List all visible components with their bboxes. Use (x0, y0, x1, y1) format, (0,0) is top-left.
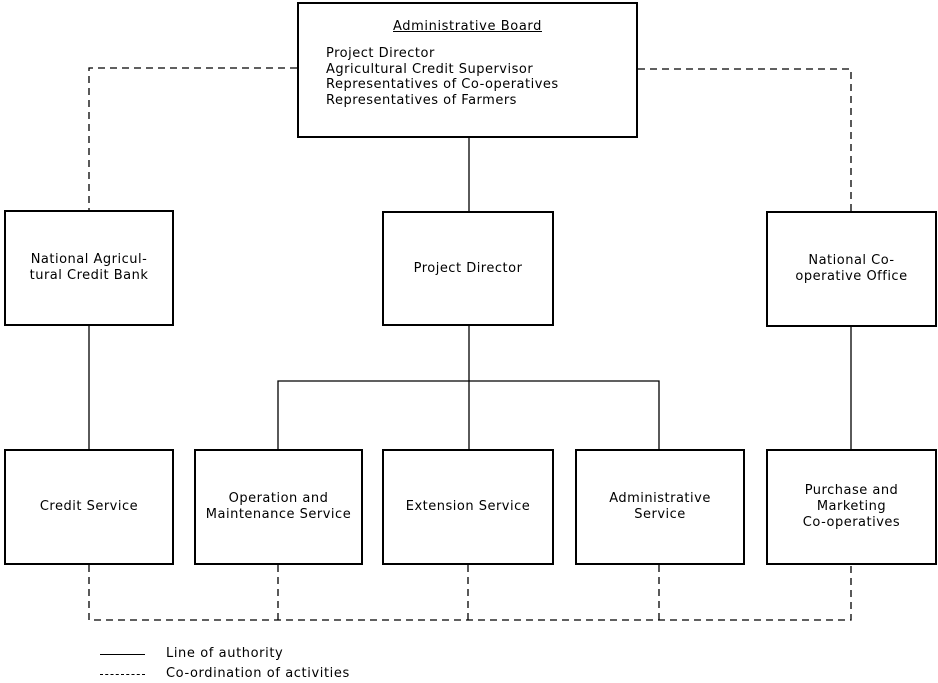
authority-line-services-bar (277, 380, 660, 449)
node-label: National Co- (808, 253, 895, 268)
national-cooperative-office-box: National Co- operative Office (766, 211, 937, 327)
board-member: Project Director (326, 46, 435, 61)
node-label: Service (634, 507, 686, 522)
node-label: Maintenance Service (205, 507, 352, 522)
coordination-line-services-bottom (88, 565, 852, 621)
purchase-marketing-cooperatives-box: Purchase and Marketing Co-operatives (766, 449, 937, 565)
node-label: Credit Service (39, 499, 139, 514)
node-label: Co-operatives (802, 515, 901, 530)
node-label: National Agricul- (30, 252, 148, 267)
board-member: Representatives of Farmers (326, 92, 517, 108)
node-label: Purchase and (804, 483, 899, 498)
node-label: Administrative (609, 491, 711, 506)
legend-authority-label: Line of authority (166, 646, 284, 661)
administrative-board-box: Administrative Board Project Director Ag… (297, 2, 638, 138)
board-member: Agricultural Credit Supervisor (326, 61, 534, 77)
administrative-board-members: Project Director Agricultural Credit Sup… (326, 46, 559, 108)
project-director-box: Project Director (382, 211, 554, 326)
administrative-service-box: Administrative Service (575, 449, 745, 565)
operation-maintenance-service-box: Operation and Maintenance Service (194, 449, 363, 565)
board-member: Representatives of Co-operatives (326, 77, 559, 92)
node-label: Marketing (816, 499, 887, 514)
legend-coordination-label: Co-ordination of activities (166, 666, 350, 681)
node-label: operative Office (795, 269, 908, 284)
node-label: Project Director (413, 260, 523, 276)
coordination-line-board-office (638, 68, 852, 211)
national-agricultural-credit-bank-box: National Agricul- tural Credit Bank (4, 210, 174, 326)
extension-service-box: Extension Service (382, 449, 554, 565)
node-label: Operation and (228, 491, 329, 506)
node-label: Extension Service (405, 499, 531, 514)
credit-service-box: Credit Service (4, 449, 174, 565)
coordination-line-board-bank (88, 67, 297, 210)
administrative-board-title: Administrative Board (393, 19, 542, 34)
node-label: tural Credit Bank (29, 268, 149, 283)
legend-dashed-line-sample (100, 674, 145, 675)
legend-solid-line-sample (100, 654, 145, 655)
